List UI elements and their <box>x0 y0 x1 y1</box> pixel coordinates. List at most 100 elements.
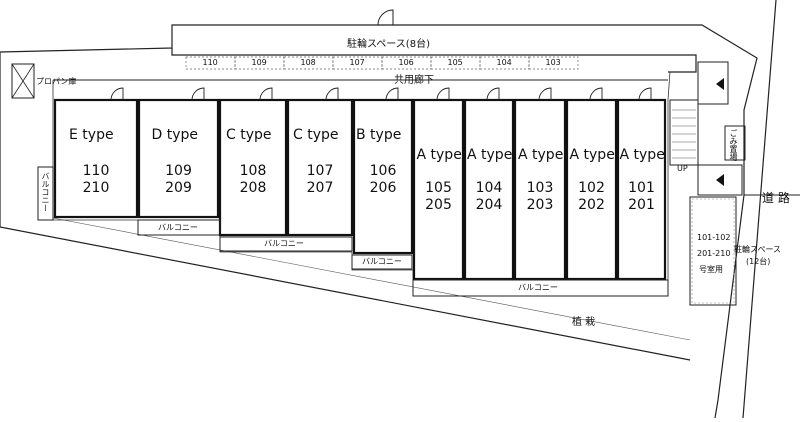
bike-slot-label: 105 <box>447 58 463 67</box>
bike-slot-box <box>332 56 383 70</box>
planting-edge-inner <box>52 217 691 341</box>
unit-block <box>513 98 567 281</box>
bike-slot-box <box>479 56 530 70</box>
balcony-rect-3 <box>351 254 413 270</box>
room-number: 105 <box>425 180 452 196</box>
gate-arc <box>377 9 394 26</box>
door-swing <box>385 87 399 101</box>
bike-slot-label: 107 <box>349 58 365 67</box>
bike-slot-label: 108 <box>300 58 316 67</box>
door-swing <box>538 87 552 101</box>
propane-label: プロパン庫 <box>36 77 77 86</box>
room-number: 202 <box>578 197 605 213</box>
unit-type-label: E type <box>69 127 114 143</box>
door-swing <box>325 87 339 101</box>
bike-slot-label: 110 <box>202 58 218 67</box>
unit-block <box>352 98 414 255</box>
door-swing <box>259 87 273 101</box>
unit-type-label: A type <box>569 147 615 163</box>
room-number: 206 <box>369 180 397 196</box>
garbage-label: ごみ置場 <box>729 129 738 161</box>
road-edge-line <box>742 0 777 419</box>
unit-type-label: A type <box>416 147 462 163</box>
room-number: 203 <box>526 197 554 213</box>
unit-type-label: D type <box>151 127 199 143</box>
balcony-rect-2 <box>219 236 353 252</box>
inner-wall <box>171 48 697 73</box>
room-number: 207 <box>306 180 334 196</box>
unit-type-label: C type <box>293 127 339 143</box>
balcony-rect-4 <box>412 279 669 297</box>
room-number: 109 <box>165 163 192 179</box>
balcony-rect-vertical <box>37 166 54 221</box>
planting-label: 植 栽 <box>572 317 596 328</box>
bike-slot-box <box>430 56 481 70</box>
unit-type-label: A type <box>619 147 665 163</box>
propane-cross-2 <box>11 63 35 99</box>
balcony-label-3: バルコニー <box>362 257 402 266</box>
room-number: 210 <box>82 180 110 196</box>
bike-slot-box <box>528 56 579 70</box>
bike-reserved-rooms-1: 101-102 <box>697 233 731 242</box>
road-label: 道 路 <box>762 191 790 205</box>
corridor-label: 共用廊下 <box>394 75 434 86</box>
bike-slot-label: 106 <box>398 58 414 67</box>
bike-slot-box <box>234 56 285 70</box>
entrance-arrow-2 <box>716 174 724 186</box>
room-number: 208 <box>239 180 267 196</box>
bike-slots <box>185 56 579 70</box>
unit-blocks <box>53 87 667 281</box>
balcony-label-2: バルコニー <box>264 239 304 248</box>
propane-box <box>11 63 35 99</box>
room-number: 103 <box>526 180 554 196</box>
site-boundary <box>0 24 758 419</box>
bike-parking-top-label: 駐輪スペース(8台) <box>347 39 430 50</box>
unit-type-label: A type <box>518 147 564 163</box>
unit-block <box>463 98 515 281</box>
stair-treads <box>672 109 696 159</box>
door-swing <box>589 87 603 101</box>
planting-edge <box>0 226 691 361</box>
unit-block <box>616 98 667 281</box>
door-swing <box>638 87 652 101</box>
entrance-box-1 <box>697 61 729 105</box>
unit-block <box>53 98 139 219</box>
bike-slot-label: 104 <box>496 58 512 67</box>
bike-slot-label: 109 <box>251 58 267 67</box>
balcony-label-4: バルコニー <box>518 283 558 292</box>
room-number: 204 <box>475 197 503 213</box>
room-number: 209 <box>165 180 192 196</box>
room-number: 107 <box>306 163 334 179</box>
unit-block <box>412 98 465 281</box>
unit-type-label: C type <box>226 127 272 143</box>
bike-reserved-suffix: 号室用 <box>699 265 723 274</box>
room-number: 101 <box>628 180 655 196</box>
garbage-box <box>724 125 746 161</box>
balcony-label-1: バルコニー <box>158 223 198 232</box>
bike-slot-box <box>283 56 334 70</box>
entrance-box-2 <box>697 164 743 196</box>
unit-block <box>286 98 354 237</box>
entrance-arrow-1 <box>716 78 724 90</box>
unit-block <box>137 98 220 219</box>
bike-slot-box <box>185 56 236 70</box>
room-number: 110 <box>82 163 110 179</box>
door-swing <box>436 87 450 101</box>
room-number: 102 <box>578 180 605 196</box>
room-number: 108 <box>239 163 267 179</box>
balcony-label-vertical: バルコニー <box>41 172 50 212</box>
room-number: 205 <box>425 197 452 213</box>
bike-slot-box <box>381 56 432 70</box>
room-number: 104 <box>475 180 503 196</box>
unit-block <box>218 98 288 237</box>
door-swing <box>191 87 205 101</box>
door-swing <box>486 87 500 101</box>
stair-block <box>669 99 699 166</box>
unit-block <box>565 98 618 281</box>
bike-slot-label: 103 <box>545 58 561 67</box>
door-swing <box>110 87 124 101</box>
room-number: 201 <box>628 197 655 213</box>
bike-area-right-inner <box>691 198 735 304</box>
